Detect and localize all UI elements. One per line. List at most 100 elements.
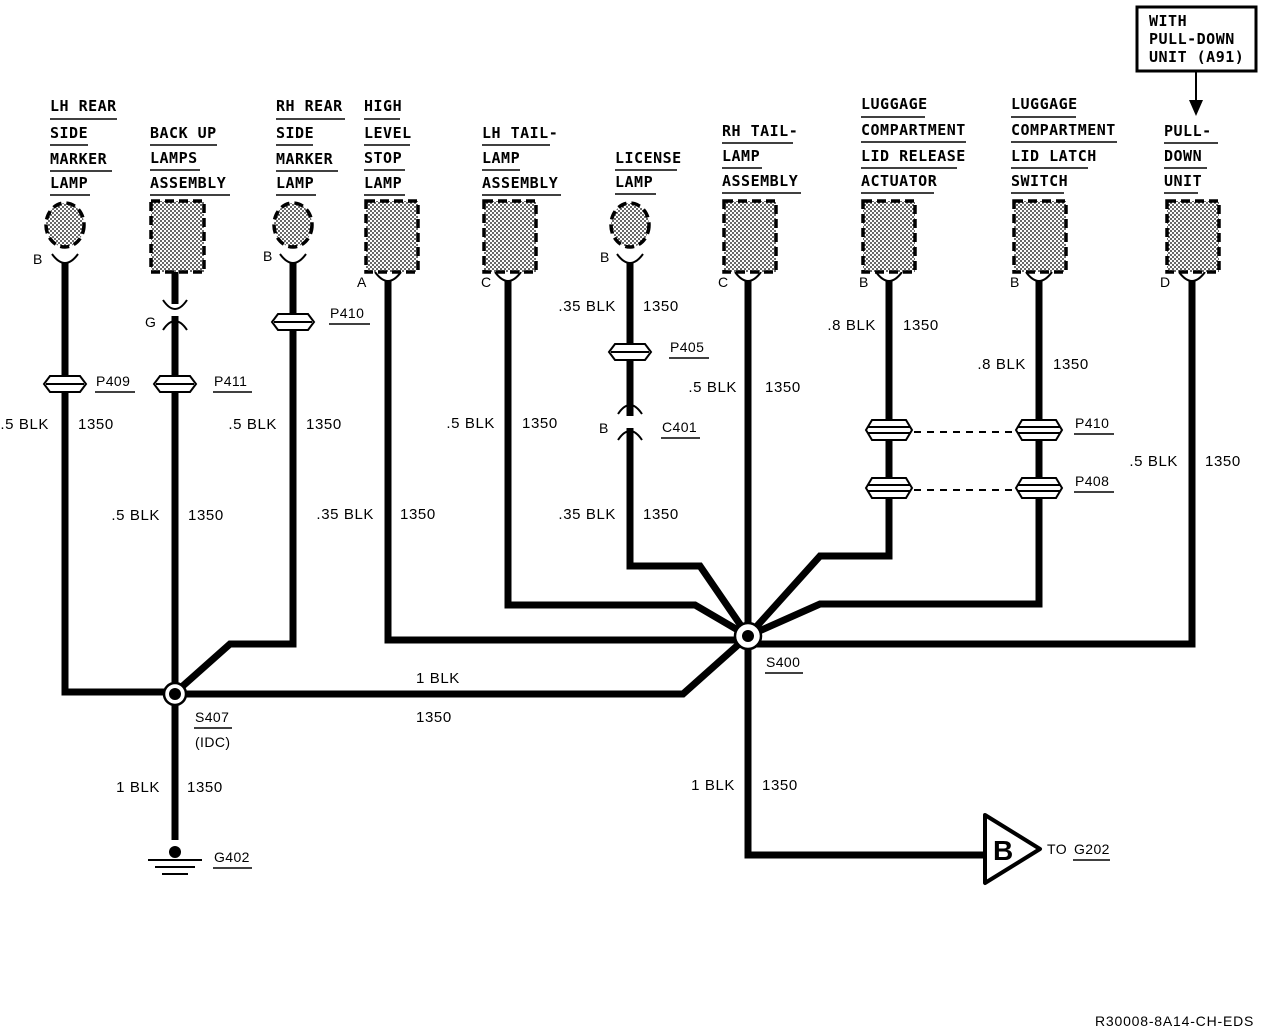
- svg-text:.35 BLK: .35 BLK: [558, 298, 616, 315]
- svg-text:1350: 1350: [400, 506, 436, 523]
- svg-text:COMPARTMENT: COMPARTMENT: [1011, 121, 1116, 139]
- splice-labels: S407 (IDC) S400 G402: [194, 654, 803, 869]
- svg-text:LH REAR: LH REAR: [50, 97, 117, 115]
- label-pull-down-unit: PULL- DOWN UNIT: [1164, 122, 1218, 194]
- svg-text:LICENSE: LICENSE: [615, 149, 682, 167]
- svg-text:.5 BLK: .5 BLK: [111, 507, 160, 524]
- wire-s407-s400: [178, 633, 751, 698]
- svg-text:LAMP: LAMP: [364, 174, 402, 192]
- svg-text:1 BLK: 1 BLK: [416, 670, 460, 687]
- offpage-letter: B: [993, 835, 1013, 866]
- wire-release: [745, 280, 893, 639]
- svg-text:.5 BLK: .5 BLK: [228, 416, 277, 433]
- svg-text:LAMP: LAMP: [722, 147, 760, 165]
- label-license-lamp: LICENSE LAMP: [615, 149, 682, 195]
- svg-text:.8 BLK: .8 BLK: [827, 317, 876, 334]
- svg-text:HIGH: HIGH: [364, 97, 402, 115]
- svg-text:C: C: [481, 274, 491, 290]
- svg-text:SIDE: SIDE: [50, 124, 88, 142]
- luggage-lid-latch-switch: [1012, 199, 1068, 274]
- svg-text:ACTUATOR: ACTUATOR: [861, 172, 938, 190]
- svg-text:LAMPS: LAMPS: [150, 149, 198, 167]
- svg-text:1350: 1350: [416, 709, 452, 726]
- svg-text:LAMP: LAMP: [50, 174, 88, 192]
- svg-text:LEVEL: LEVEL: [364, 124, 412, 142]
- svg-text:.5 BLK: .5 BLK: [446, 415, 495, 432]
- splice-s407-label: S407: [195, 709, 229, 725]
- p411-body: [152, 375, 198, 393]
- svg-text:B: B: [263, 248, 272, 264]
- svg-text:RH REAR: RH REAR: [276, 97, 343, 115]
- svg-text:A: A: [357, 274, 367, 290]
- svg-text:1350: 1350: [306, 416, 342, 433]
- wire-rh-marker: [173, 262, 297, 695]
- wire-license: [626, 262, 751, 638]
- svg-text:1350: 1350: [1053, 356, 1089, 373]
- svg-text:LID LATCH: LID LATCH: [1011, 147, 1097, 165]
- svg-text:B: B: [600, 249, 609, 265]
- connector-p410-left: P410: [330, 305, 364, 321]
- connector-p408: P408: [1075, 473, 1109, 489]
- license-lamp: [609, 201, 651, 249]
- svg-text:ASSEMBLY: ASSEMBLY: [150, 174, 226, 192]
- svg-text:1350: 1350: [643, 298, 679, 315]
- svg-text:SIDE: SIDE: [276, 124, 314, 142]
- svg-text:.5 BLK: .5 BLK: [688, 379, 737, 396]
- svg-text:1350: 1350: [188, 507, 224, 524]
- svg-text:D: D: [1160, 274, 1170, 290]
- label-lh-rear-side-marker: LH REAR SIDE MARKER LAMP: [50, 97, 117, 196]
- lh-tail-lamp-assembly: [482, 199, 538, 274]
- luggage-lid-release-actuator: [861, 199, 917, 274]
- svg-text:1 BLK: 1 BLK: [116, 779, 160, 796]
- label-luggage-release: LUGGAGE COMPARTMENT LID RELEASE ACTUATOR: [861, 95, 966, 194]
- svg-text:ASSEMBLY: ASSEMBLY: [482, 174, 558, 192]
- svg-text:1350: 1350: [903, 317, 939, 334]
- svg-text:1350: 1350: [765, 379, 801, 396]
- wire-rh-tail: [744, 280, 985, 859]
- connector-p405: P405: [670, 339, 704, 355]
- splice-s407: [162, 681, 188, 707]
- label-back-up-lamps: BACK UP LAMPS ASSEMBLY: [150, 124, 230, 196]
- svg-text:UNIT: UNIT: [1164, 172, 1202, 190]
- svg-text:1350: 1350: [187, 779, 223, 796]
- wire-high-stop: [384, 280, 748, 644]
- option-line-2: PULL-DOWN: [1149, 30, 1235, 48]
- splice-s400-label: S400: [766, 654, 800, 670]
- svg-text:LAMP: LAMP: [615, 173, 653, 191]
- svg-text:MARKER: MARKER: [276, 150, 334, 168]
- option-line-1: WITH: [1149, 12, 1187, 30]
- svg-text:DOWN: DOWN: [1164, 147, 1202, 165]
- svg-text:B: B: [1010, 274, 1019, 290]
- svg-text:1350: 1350: [522, 415, 558, 432]
- svg-text:LID RELEASE: LID RELEASE: [861, 147, 966, 165]
- svg-text:1350: 1350: [643, 506, 679, 523]
- svg-text:B: B: [599, 420, 608, 436]
- svg-text:.8 BLK: .8 BLK: [977, 356, 1026, 373]
- p408-a: [864, 477, 914, 499]
- p410-left-body: [270, 313, 316, 331]
- connector-p409: P409: [96, 373, 130, 389]
- lh-rear-side-marker-lamp: [44, 201, 86, 249]
- wire-lh-tail: [504, 280, 750, 640]
- wire-labels: .5 BLK 1350 .5 BLK 1350 .5 BLK 1350 .35 …: [0, 298, 1240, 796]
- wire-lh-marker: [61, 262, 172, 696]
- label-high-level-stop: HIGH LEVEL STOP LAMP: [364, 97, 412, 196]
- pin-letters: B G B A C B B C B B D: [33, 248, 1170, 436]
- ground-g402-symbol: [148, 846, 202, 875]
- component-shapes: [44, 199, 1221, 274]
- svg-text:C: C: [718, 274, 728, 290]
- rh-tail-lamp-assembly: [722, 199, 778, 274]
- offpage-to: TO: [1047, 841, 1067, 857]
- svg-text:B: B: [33, 251, 42, 267]
- svg-text:SWITCH: SWITCH: [1011, 172, 1068, 190]
- label-rh-tail-lamp: RH TAIL- LAMP ASSEMBLY: [722, 122, 801, 194]
- svg-text:COMPARTMENT: COMPARTMENT: [861, 121, 966, 139]
- svg-text:LAMP: LAMP: [482, 149, 520, 167]
- svg-text:.35 BLK: .35 BLK: [558, 506, 616, 523]
- p410-right-a: [864, 419, 914, 441]
- offpage-connector-b: B TO G202: [983, 813, 1110, 885]
- wire-latch: [746, 280, 1043, 640]
- svg-text:RH TAIL-: RH TAIL-: [722, 122, 798, 140]
- splice-s407-sub: (IDC): [195, 734, 230, 750]
